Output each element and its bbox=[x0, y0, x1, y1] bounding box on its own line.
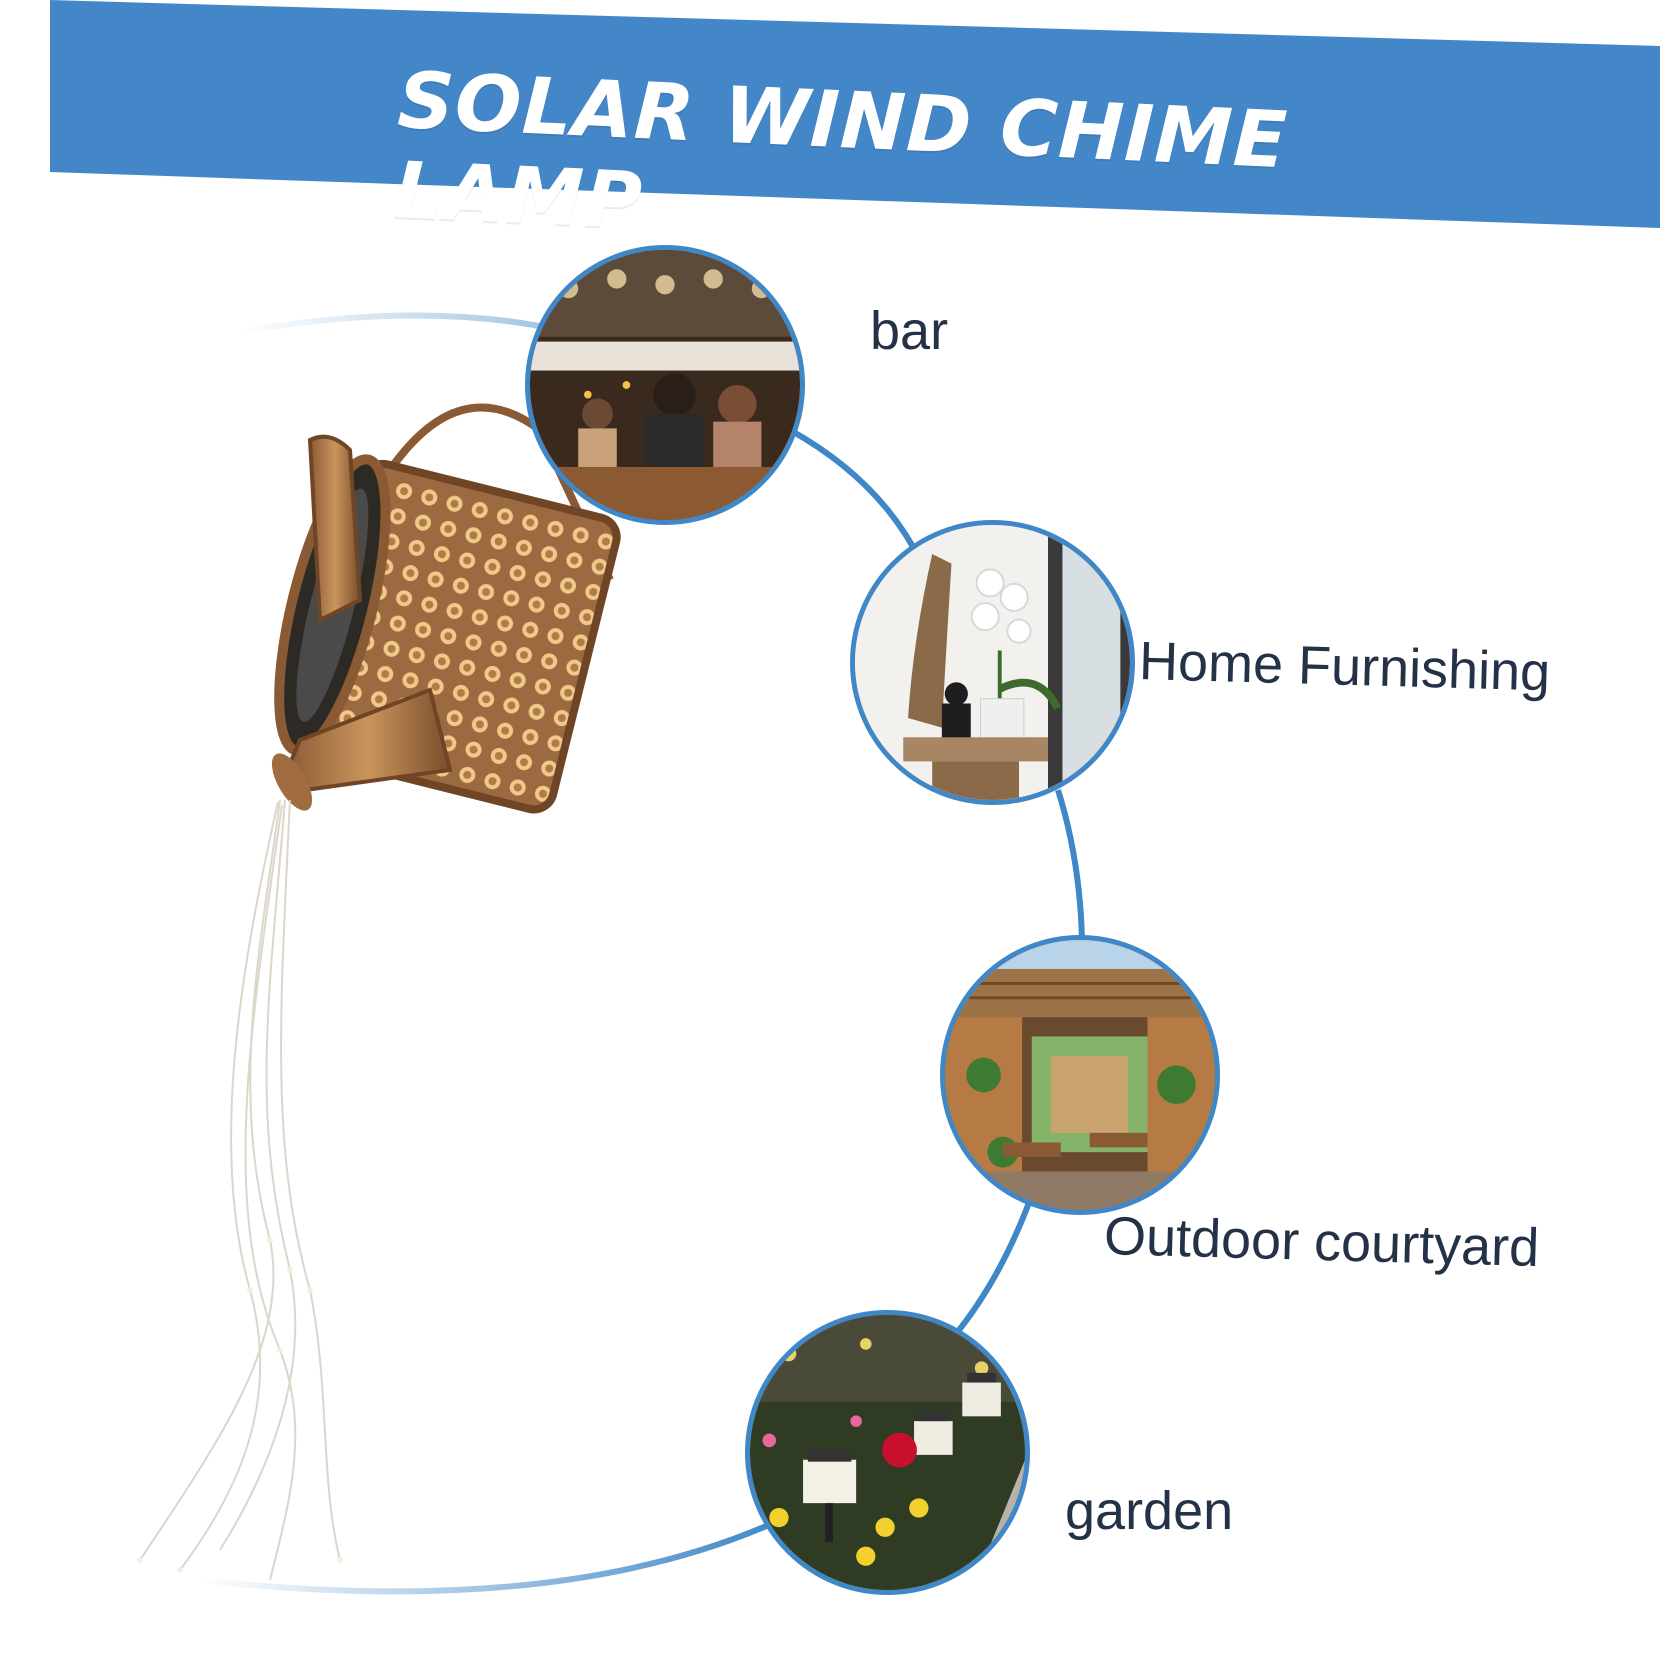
title-banner: SOLAR WIND CHIME LAMP bbox=[0, 0, 1660, 247]
scene-label-garden: garden bbox=[1065, 1481, 1234, 1541]
watering-can-lamp-illustration bbox=[137, 403, 621, 1581]
banner-background bbox=[50, 0, 1660, 228]
scene-label-home-furnishing: Home Furnishing bbox=[1138, 630, 1551, 703]
bar-scene-photo bbox=[525, 245, 805, 525]
home-furnishing-scene-photo bbox=[850, 520, 1135, 805]
scene-label-bar: bar bbox=[870, 301, 949, 361]
outdoor-courtyard-scene-photo bbox=[940, 935, 1220, 1215]
scene-label-outdoor-courtyard: Outdoor courtyard bbox=[1103, 1205, 1541, 1279]
garden-scene-photo bbox=[745, 1310, 1030, 1595]
